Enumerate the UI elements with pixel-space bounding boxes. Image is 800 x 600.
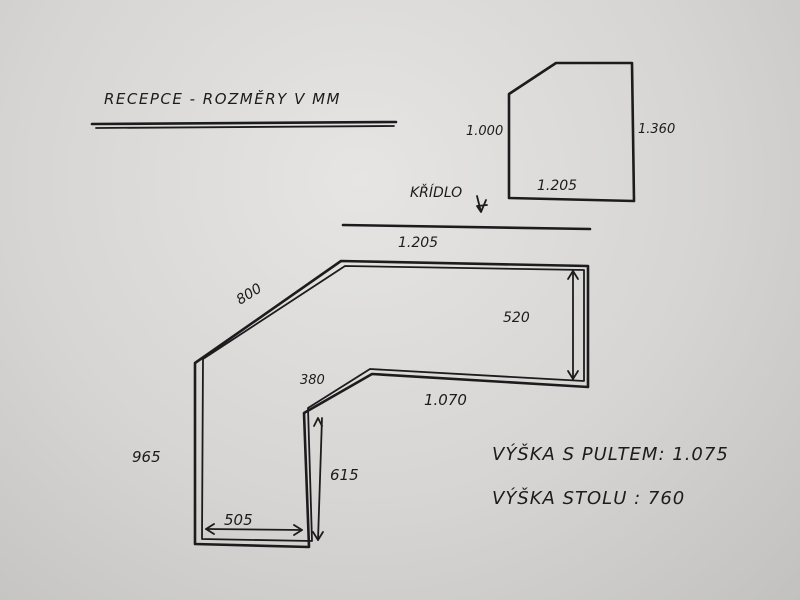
table-height-note: VÝŠKA STOLU : 760 <box>492 487 685 509</box>
title-underline <box>90 120 398 126</box>
wing-arrow-icon <box>476 195 488 213</box>
wing-label: KŘÍDLO <box>410 184 462 201</box>
main-dim-inner-height: 615 <box>330 466 359 484</box>
main-dim-left-height: 965 <box>132 448 161 466</box>
counter-height-note: VÝŠKA S PULTEM: 1.075 <box>492 443 729 465</box>
wing-dim-right: 1.360 <box>638 122 675 137</box>
wing-dim-left: 1.000 <box>466 124 503 139</box>
inner-height-arrow-icon <box>312 417 324 541</box>
inner-height-dimension-line <box>317 417 323 541</box>
main-dim-diagonal: 800 <box>234 281 265 309</box>
wing-outline <box>507 61 636 203</box>
depth-arrow-icon <box>567 270 579 380</box>
main-dim-right-depth: 520 <box>503 310 530 326</box>
bottom-width-dimension-line <box>205 528 303 531</box>
bottom-width-arrow-icon <box>205 523 303 536</box>
title-underline-shadow <box>95 125 395 129</box>
main-dim-bottom-width: 505 <box>224 511 253 529</box>
reception-outline-inner <box>201 265 585 542</box>
top-width-line <box>341 223 592 231</box>
wing-dim-bottom: 1.205 <box>537 178 577 194</box>
main-dim-inner-bottom: 1.070 <box>424 391 467 409</box>
sketch-title: RECEPCE - ROZMĚRY V MM <box>104 89 341 108</box>
main-dim-inner-diagonal: 380 <box>300 373 325 388</box>
main-dim-top: 1.205 <box>398 235 438 251</box>
reception-outline-outer <box>193 259 590 549</box>
